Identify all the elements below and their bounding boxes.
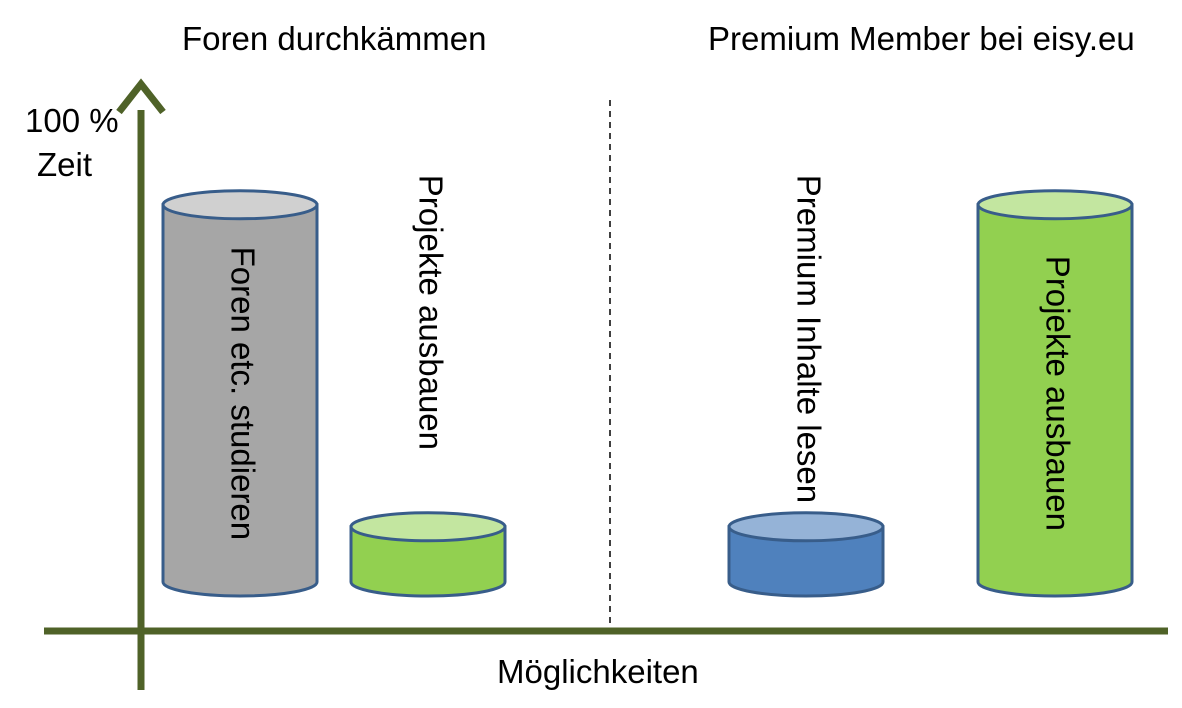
bar-body-2 bbox=[349, 525, 507, 598]
bar-label-2: Projekte ausbauen bbox=[412, 175, 449, 450]
bar-3: Premium Inhalte lesen bbox=[727, 175, 885, 598]
section-title-left: Foren durchkämmen bbox=[182, 20, 487, 57]
bar-top-2 bbox=[349, 511, 507, 543]
y-axis-label-percent: 100 % bbox=[25, 102, 119, 139]
bar-top-3 bbox=[727, 511, 885, 543]
y-axis-label-time: Zeit bbox=[37, 146, 93, 183]
bar-label-3: Premium Inhalte lesen bbox=[790, 175, 827, 503]
bar-body-4 bbox=[976, 203, 1134, 598]
bar-2: Projekte ausbauen bbox=[349, 175, 507, 598]
bars-group: Foren etc. studieren Projekte ausbauen Pre… bbox=[161, 175, 1134, 598]
bar-label-1: Foren etc. studieren bbox=[224, 247, 261, 541]
section-title-right: Premium Member bei eisy.eu bbox=[708, 20, 1135, 57]
bar-top-4 bbox=[976, 189, 1134, 221]
y-axis-arrowhead bbox=[116, 78, 166, 115]
bar-1: Foren etc. studieren bbox=[161, 189, 319, 598]
bar-body-3 bbox=[727, 525, 885, 598]
bar-label-4: Projekte ausbauen bbox=[1039, 256, 1076, 531]
bar-top-1 bbox=[161, 189, 319, 221]
x-axis-label: Möglichkeiten bbox=[497, 653, 699, 690]
bar-body-1 bbox=[161, 203, 319, 598]
bar-4: Projekte ausbauen bbox=[976, 189, 1134, 598]
